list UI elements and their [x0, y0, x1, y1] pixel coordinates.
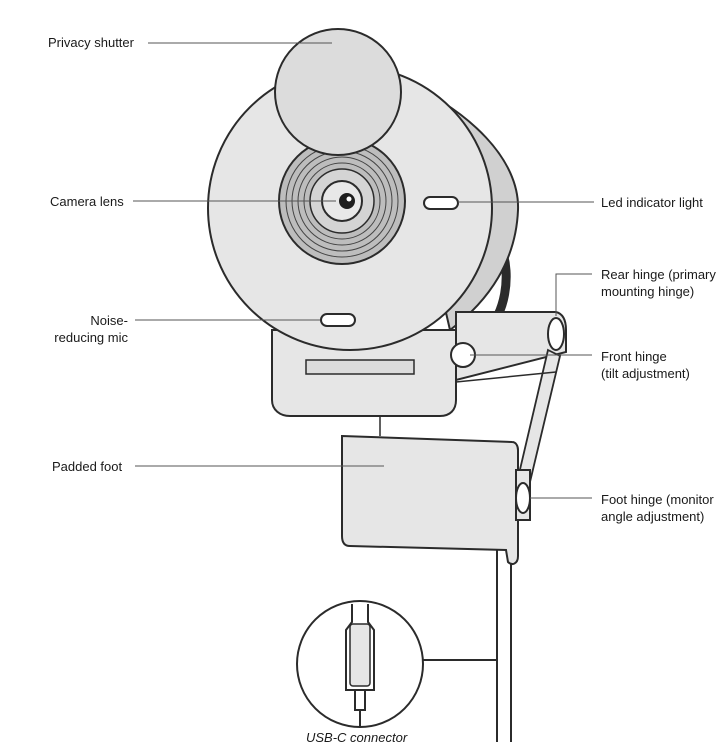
lens-glint	[346, 196, 352, 202]
label-front-hinge-line1: Front hinge	[601, 349, 667, 364]
foot-hinge	[515, 482, 531, 514]
strut-link	[455, 371, 557, 383]
label-mic-line2: reducing mic	[54, 330, 128, 345]
rear-hinge	[547, 317, 565, 351]
label-foot-hinge-line1: Foot hinge (monitor	[601, 492, 714, 507]
usb-c-connector-icon	[345, 604, 375, 727]
mount-slot	[305, 359, 415, 375]
mic-slot	[320, 313, 356, 327]
label-front-hinge-line2: (tilt adjustment)	[601, 366, 690, 381]
label-padded-foot: Padded foot	[52, 459, 123, 474]
label-usb-c: USB-C connector	[306, 730, 408, 745]
label-rear-hinge: Rear hinge (primary mounting hinge)	[601, 266, 716, 300]
lens-pupil	[339, 193, 355, 209]
led-indicator	[423, 196, 459, 210]
label-foot-hinge-line2: angle adjustment)	[601, 509, 705, 524]
label-mic: Noise- reducing mic	[40, 312, 128, 346]
label-privacy-shutter: Privacy shutter	[48, 35, 134, 50]
leader-rear-hinge	[555, 273, 592, 316]
label-rear-hinge-line1: Rear hinge (primary	[601, 267, 716, 282]
label-led-indicator: Led indicator light	[601, 195, 703, 210]
privacy-shutter	[274, 28, 402, 156]
label-foot-hinge: Foot hinge (monitor angle adjustment)	[601, 491, 714, 525]
label-rear-hinge-line2: mounting hinge)	[601, 284, 695, 299]
label-mic-line1: Noise-	[90, 313, 128, 328]
leader-lines	[133, 42, 594, 499]
label-camera-lens: Camera lens	[50, 194, 124, 209]
support-strut	[516, 348, 562, 484]
padded-foot	[341, 434, 519, 565]
hinge-arm	[455, 311, 567, 382]
label-front-hinge: Front hinge (tilt adjustment)	[601, 348, 690, 382]
